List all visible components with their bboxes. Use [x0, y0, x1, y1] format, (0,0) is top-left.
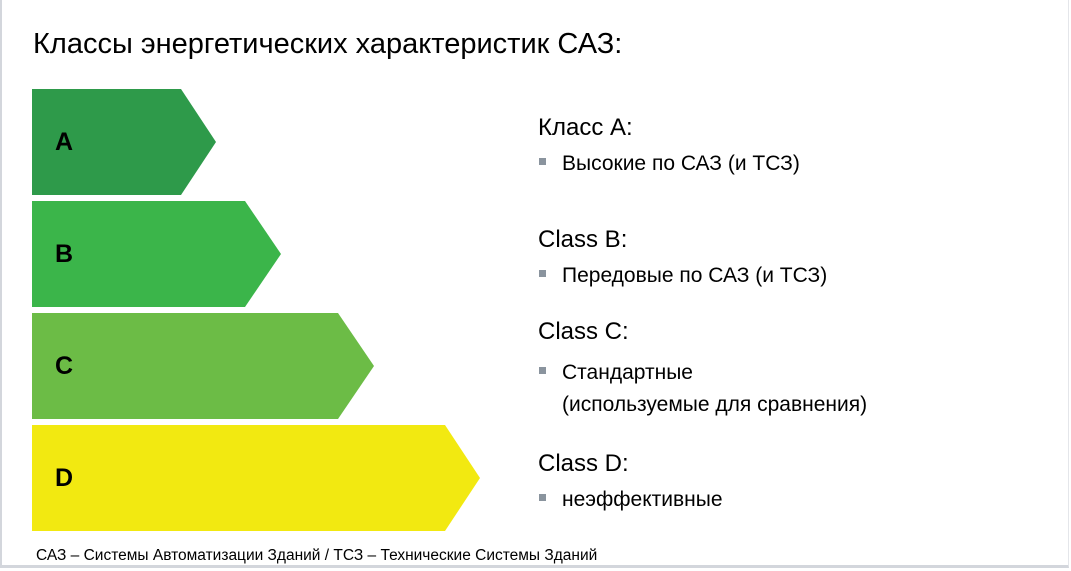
bullet-text: неэффективные [562, 488, 723, 511]
footnote: САЗ – Системы Автоматизации Зданий / ТСЗ… [36, 547, 598, 564]
arrow-shape-a [32, 89, 216, 195]
class-letter-b: B [55, 239, 74, 268]
bullet-text: Передовые по САЗ (и ТСЗ) [562, 264, 828, 287]
class-b-heading: Class B: [538, 226, 628, 253]
class-letter-c: C [55, 351, 74, 380]
bullet-icon [539, 494, 546, 501]
class-a-heading: Класс A: [538, 114, 633, 141]
bullet-text: Стандартные [562, 361, 693, 384]
bullet-text: Высокие по САЗ (и ТСЗ) [562, 152, 800, 175]
arrow-shape-b [32, 201, 281, 307]
class-letter-d: D [55, 463, 74, 492]
bullet-text: (используемые для сравнения) [562, 393, 868, 416]
class-c-heading: Class C: [538, 318, 629, 345]
bullet-icon [539, 270, 546, 277]
class-arrow-a: A [32, 89, 216, 195]
class-arrow-b: B [32, 201, 281, 307]
slide-title: Классы энергетических характеристик САЗ: [33, 28, 623, 60]
class-arrow-c: C [32, 313, 374, 419]
arrow-shape-d [32, 425, 480, 531]
bullet-icon [539, 367, 546, 374]
bullet-icon [539, 158, 546, 165]
class-arrow-d: D [32, 425, 480, 531]
arrow-shape-c [32, 313, 374, 419]
class-d-heading: Class D: [538, 450, 629, 477]
class-letter-a: A [55, 127, 74, 156]
